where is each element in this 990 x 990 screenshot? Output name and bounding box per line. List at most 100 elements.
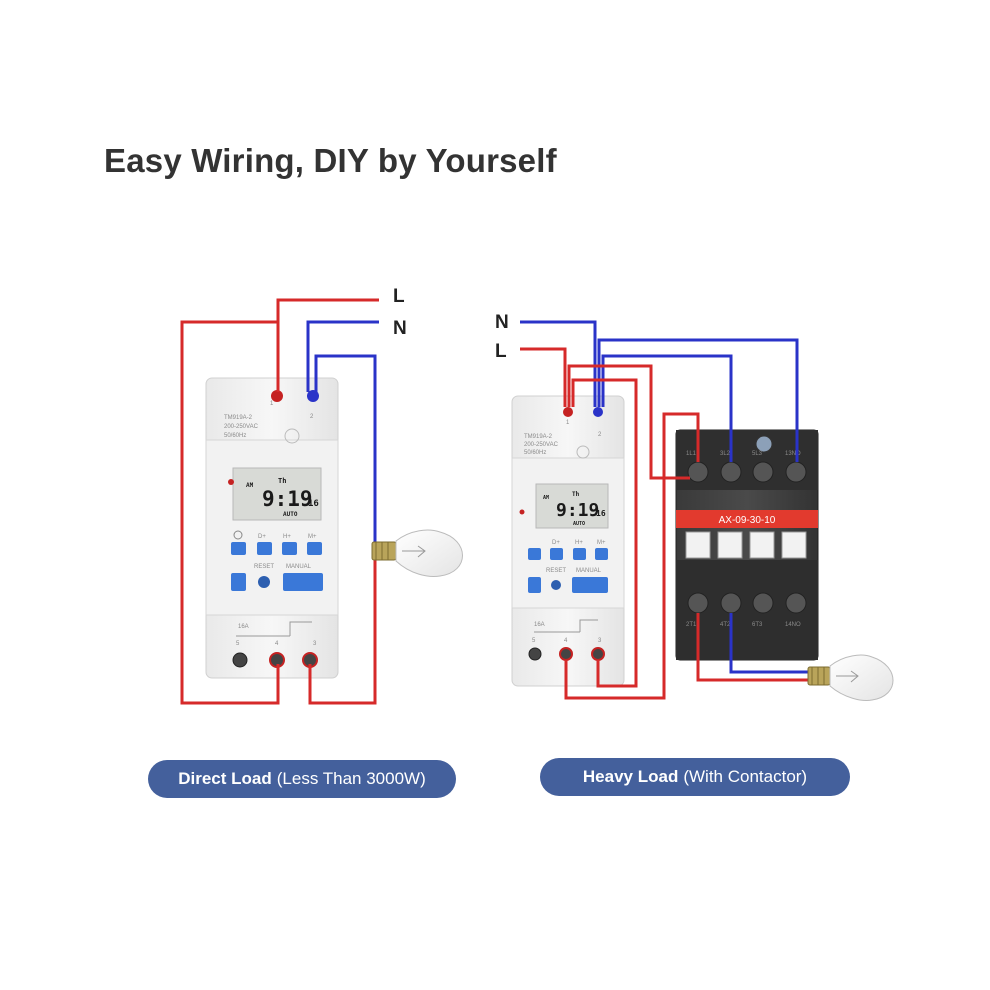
relay-symbol	[534, 619, 598, 633]
contactor-top-label-1: 1L1	[686, 451, 697, 457]
contactor-bottom-label-3: 6T3	[752, 622, 763, 628]
coil-wire	[564, 412, 700, 700]
contactor-bottom-label-1: 2T1	[686, 622, 697, 628]
direct-load-caption: Direct Load (Less Than 3000W)	[148, 760, 456, 798]
minute-plus-button[interactable]	[595, 548, 608, 560]
terminal-5	[232, 652, 248, 668]
transformer-symbol	[284, 428, 300, 444]
direct-load-diagram: TM919A-2 200-250VAC 50/60Hz 1 2 AM Th 9:…	[180, 286, 463, 705]
label-l-right: L	[495, 341, 507, 362]
contactor-model: AX-09-30-10	[719, 515, 776, 526]
label-l-left: L	[393, 286, 405, 307]
contactor: 1L1 3L2 5L3 13NO AX-09-30-10 2T1 4T2 6T3	[675, 429, 819, 661]
lcd-day: Th	[572, 491, 580, 498]
contactor-model-band	[676, 510, 818, 528]
load-wire-to-bulb	[308, 557, 377, 705]
lcd-am: AM	[543, 495, 549, 501]
clock-button[interactable]	[231, 573, 246, 591]
lcd-seconds: 16	[596, 509, 606, 518]
timer-model-label: TM919A-2	[224, 415, 253, 421]
reset-button[interactable]	[258, 576, 270, 588]
status-led	[228, 479, 234, 485]
lcd-am: AM	[246, 482, 254, 489]
minute-plus-button[interactable]	[307, 542, 322, 555]
timer-voltage-label: 200-250VAC	[224, 424, 259, 430]
lcd-time: 9:19	[262, 487, 313, 511]
hour-plus-button[interactable]	[282, 542, 297, 555]
lcd-seconds: 16	[308, 499, 319, 509]
direct-load-caption-rest: (Less Than 3000W)	[276, 769, 426, 788]
lcd-time: 9:19	[556, 500, 599, 521]
relay-rating: 16A	[534, 622, 545, 628]
contactor-bottom-label-4: 14NO	[785, 622, 801, 628]
contactor-top-label-2: 3L2	[720, 451, 731, 457]
lcd-day: Th	[278, 477, 286, 485]
lcd-screen	[232, 467, 322, 521]
button-label-m: M+	[597, 540, 606, 546]
timer-button[interactable]	[528, 548, 541, 560]
contactor-top-label-3: 5L3	[752, 451, 763, 457]
terminal-label-5: 5	[532, 638, 536, 644]
load-wire-to-bulb	[696, 613, 812, 682]
timer-switch-right: TM919A-2 200-250VAC 50/60Hz 1 2 AM Th 9:…	[511, 395, 625, 687]
lcd-mode: AUTO	[573, 521, 585, 527]
terminal-1	[271, 390, 283, 402]
manual-label: MANUAL	[286, 564, 312, 570]
button-label-h: H+	[283, 534, 291, 540]
day-plus-button[interactable]	[550, 548, 563, 560]
button-label-d: D+	[552, 540, 560, 546]
terminal-label-1: 1	[566, 420, 570, 426]
manual-label: MANUAL	[576, 568, 602, 574]
terminal-label-4: 4	[275, 641, 279, 647]
timer-freq-label: 50/60Hz	[524, 450, 546, 456]
live-wire-loop	[180, 320, 280, 705]
terminal-label-4: 4	[564, 638, 568, 644]
terminal-2	[307, 390, 319, 402]
heavy-load-caption-bold: Heavy Load	[582, 767, 679, 786]
clock-button[interactable]	[528, 577, 541, 593]
button-label-d: D+	[258, 534, 266, 540]
terminal-label-3: 3	[313, 641, 317, 647]
light-bulb-left	[371, 529, 463, 577]
heavy-load-caption-rest: (With Contactor)	[683, 767, 808, 786]
page-title: Easy Wiring, DIY by Yourself	[104, 142, 557, 179]
heavy-load-diagram: TM919A-2 200-250VAC 50/60Hz 1 2 AM Th 9:…	[495, 312, 894, 701]
timer-model-label: TM919A-2	[524, 434, 553, 440]
timer-freq-label: 50/60Hz	[224, 433, 246, 439]
relay-symbol	[236, 621, 312, 637]
day-plus-button[interactable]	[257, 542, 272, 555]
neutral-wire-to-bulb	[314, 354, 377, 545]
terminal-4	[559, 647, 573, 661]
label-n-right: N	[495, 312, 509, 333]
direct-load-caption-bold: Direct Load	[178, 769, 272, 788]
contactor-bottom-terminals	[687, 592, 807, 614]
terminal-label-2: 2	[310, 414, 314, 420]
terminal-5	[528, 647, 542, 661]
terminal-1	[563, 407, 573, 417]
lcd-mode: AUTO	[283, 511, 298, 518]
light-bulb-right	[807, 654, 894, 701]
button-label-m: M+	[308, 534, 317, 540]
reset-button[interactable]	[551, 580, 561, 590]
timer-switch-left: TM919A-2 200-250VAC 50/60Hz 1 2 AM Th 9:…	[205, 377, 339, 679]
manual-button[interactable]	[283, 573, 323, 591]
live-wire-to-relay	[571, 378, 638, 688]
terminal-label-1: 1	[270, 401, 274, 407]
label-n-left: N	[393, 318, 407, 339]
terminal-2	[593, 407, 603, 417]
neutral-wire-to-coil	[597, 338, 799, 462]
reset-label: RESET	[254, 564, 274, 570]
terminal-label-2: 2	[598, 432, 602, 438]
lcd-screen	[535, 483, 609, 529]
button-label-h: H+	[575, 540, 583, 546]
live-wire-in	[520, 347, 567, 407]
terminal-3	[591, 647, 605, 661]
hour-plus-button[interactable]	[573, 548, 586, 560]
timer-button[interactable]	[231, 542, 246, 555]
manual-button[interactable]	[572, 577, 608, 593]
neutral-wire-in	[306, 320, 379, 392]
terminal-label-5: 5	[236, 641, 240, 647]
timer-voltage-label: 200-250VAC	[524, 442, 559, 448]
contactor-top-label-4: 13NO	[785, 451, 801, 457]
